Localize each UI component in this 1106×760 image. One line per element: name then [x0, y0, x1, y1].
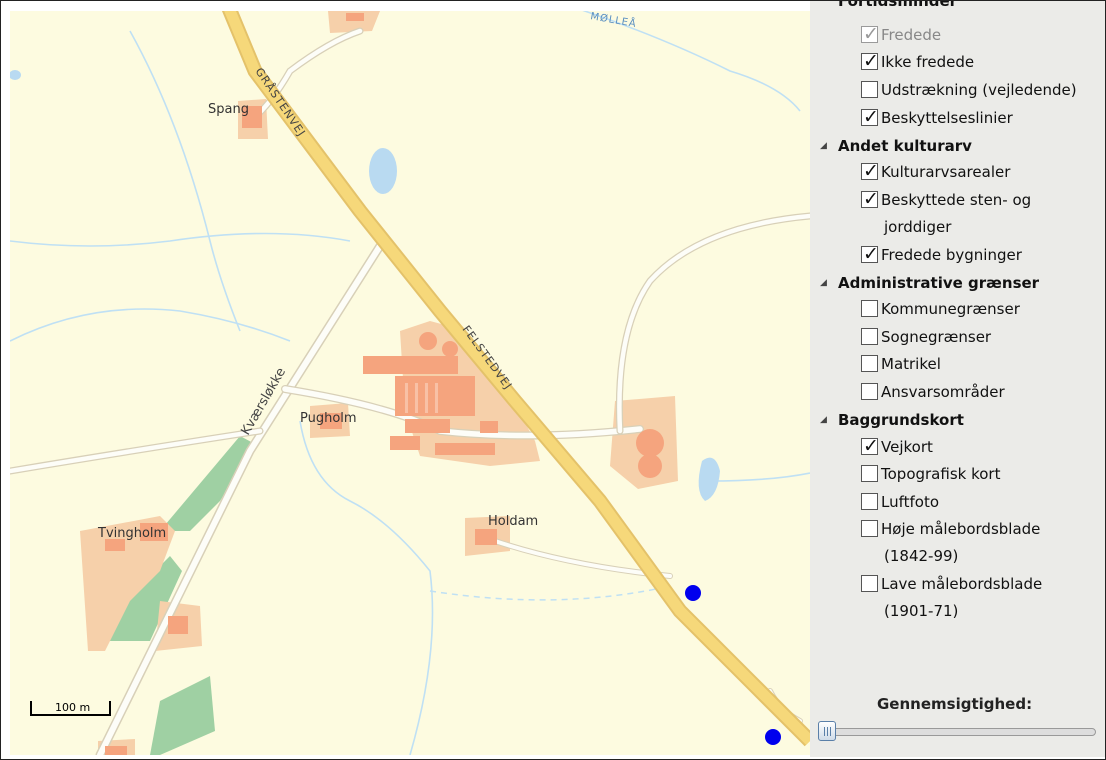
checkbox-lave-maalebordsblade[interactable]: [861, 575, 878, 592]
group-title: Baggrundskort: [838, 411, 964, 429]
group-title: Administrative grænser: [838, 274, 1040, 292]
layer-label: Lave målebordsblade: [881, 575, 1043, 593]
checkbox-ansvarsomraader[interactable]: [861, 383, 878, 400]
layer-label-continuation: (1842-99): [884, 547, 959, 565]
opacity-slider-track[interactable]: [820, 728, 1096, 736]
check-icon: ✓: [863, 188, 879, 210]
checkbox-sognegraenser[interactable]: [861, 328, 878, 345]
layer-label-continuation: jorddiger: [884, 218, 952, 236]
layer-label: Ikke fredede: [881, 53, 975, 71]
forest-area: [160, 436, 255, 531]
layer-label: Kulturarvsarealer: [881, 163, 1011, 181]
layer-label: Matrikel: [881, 355, 941, 373]
layer-panel: Fortidsminder ✓ Fredede ✓ Ikke fredede U…: [810, 1, 1105, 757]
place-label-spang: Spang: [208, 102, 249, 117]
check-icon: ✓: [863, 106, 879, 128]
farm-area-tvingholm: [80, 516, 175, 651]
group-title-fortidsminder: Fortidsminder: [838, 1, 957, 10]
layer-label: Fredede: [881, 26, 942, 44]
layer-label: Ansvarsområder: [881, 383, 1005, 401]
check-icon: ✓: [863, 23, 879, 45]
layer-label: Beskyttelseslinier: [881, 109, 1013, 127]
checkbox-beskyttede-sten[interactable]: ✓: [861, 188, 879, 210]
checkbox-fredede[interactable]: ✓: [861, 23, 879, 45]
checkbox-vejkort[interactable]: ✓: [861, 435, 879, 457]
checkbox-udstraekning[interactable]: [861, 81, 878, 98]
opacity-label: Gennemsigtighed:: [877, 695, 1033, 713]
checkbox-topografisk-kort[interactable]: [861, 465, 878, 482]
layer-label: Beskyttede sten- og: [881, 191, 1032, 209]
pond: [698, 457, 720, 501]
layer-label: Luftfoto: [881, 493, 940, 511]
layer-label: Kommunegrænser: [881, 300, 1020, 318]
main-road: [221, 11, 810, 747]
checkbox-kommunegraenser[interactable]: [861, 300, 878, 317]
check-icon: ✓: [863, 50, 879, 72]
layer-label: Vejkort: [881, 438, 933, 456]
triangle-expanded-icon[interactable]: ◢: [820, 415, 827, 425]
layer-label: Høje målebordsblade: [881, 520, 1041, 538]
triangle-expanded-icon[interactable]: ◢: [820, 141, 827, 151]
checkbox-hoeje-maalebordsblade[interactable]: [861, 520, 878, 537]
place-label-pugholm: Pugholm: [300, 411, 357, 426]
checkbox-kulturarvsarealer[interactable]: ✓: [861, 160, 879, 182]
lake: [369, 148, 397, 194]
checkbox-ikke-fredede[interactable]: ✓: [861, 50, 879, 72]
group-title: Andet kulturarv: [838, 137, 972, 155]
location-marker[interactable]: [765, 729, 781, 745]
map-canvas[interactable]: Spang Pugholm Holdam Tvingholm GRÅSTENVE…: [10, 11, 810, 755]
scale-bar: 100 m: [30, 701, 111, 716]
location-marker[interactable]: [685, 585, 701, 601]
check-icon: ✓: [863, 160, 879, 182]
checkbox-fredede-bygninger[interactable]: ✓: [861, 243, 879, 265]
check-icon: ✓: [863, 435, 879, 457]
checkbox-luftfoto[interactable]: [861, 493, 878, 510]
checkbox-matrikel[interactable]: [861, 355, 878, 372]
map-view[interactable]: Spang Pugholm Holdam Tvingholm GRÅSTENVE…: [10, 11, 810, 755]
buildings: [105, 13, 664, 755]
forest-area: [150, 676, 215, 755]
place-label-holdam: Holdam: [488, 514, 538, 529]
layer-label: Udstrækning (vejledende): [881, 81, 1077, 99]
scale-bar-label: 100 m: [55, 701, 90, 714]
triangle-expanded-icon[interactable]: ◢: [820, 278, 827, 288]
stream-label-mollea: MØLLEÅ: [589, 11, 637, 30]
layer-label: Fredede bygninger: [881, 246, 1022, 264]
checkbox-beskyttelseslinier[interactable]: ✓: [861, 106, 879, 128]
check-icon: ✓: [863, 243, 879, 265]
layer-label-continuation: (1901-71): [884, 602, 959, 620]
place-label-tvingholm: Tvingholm: [97, 526, 166, 541]
layer-label: Topografisk kort: [881, 465, 1001, 483]
layer-label: Sognegrænser: [881, 328, 992, 346]
group-title-label: Fortidsminder: [838, 1, 958, 10]
opacity-slider-thumb[interactable]: [818, 721, 836, 741]
